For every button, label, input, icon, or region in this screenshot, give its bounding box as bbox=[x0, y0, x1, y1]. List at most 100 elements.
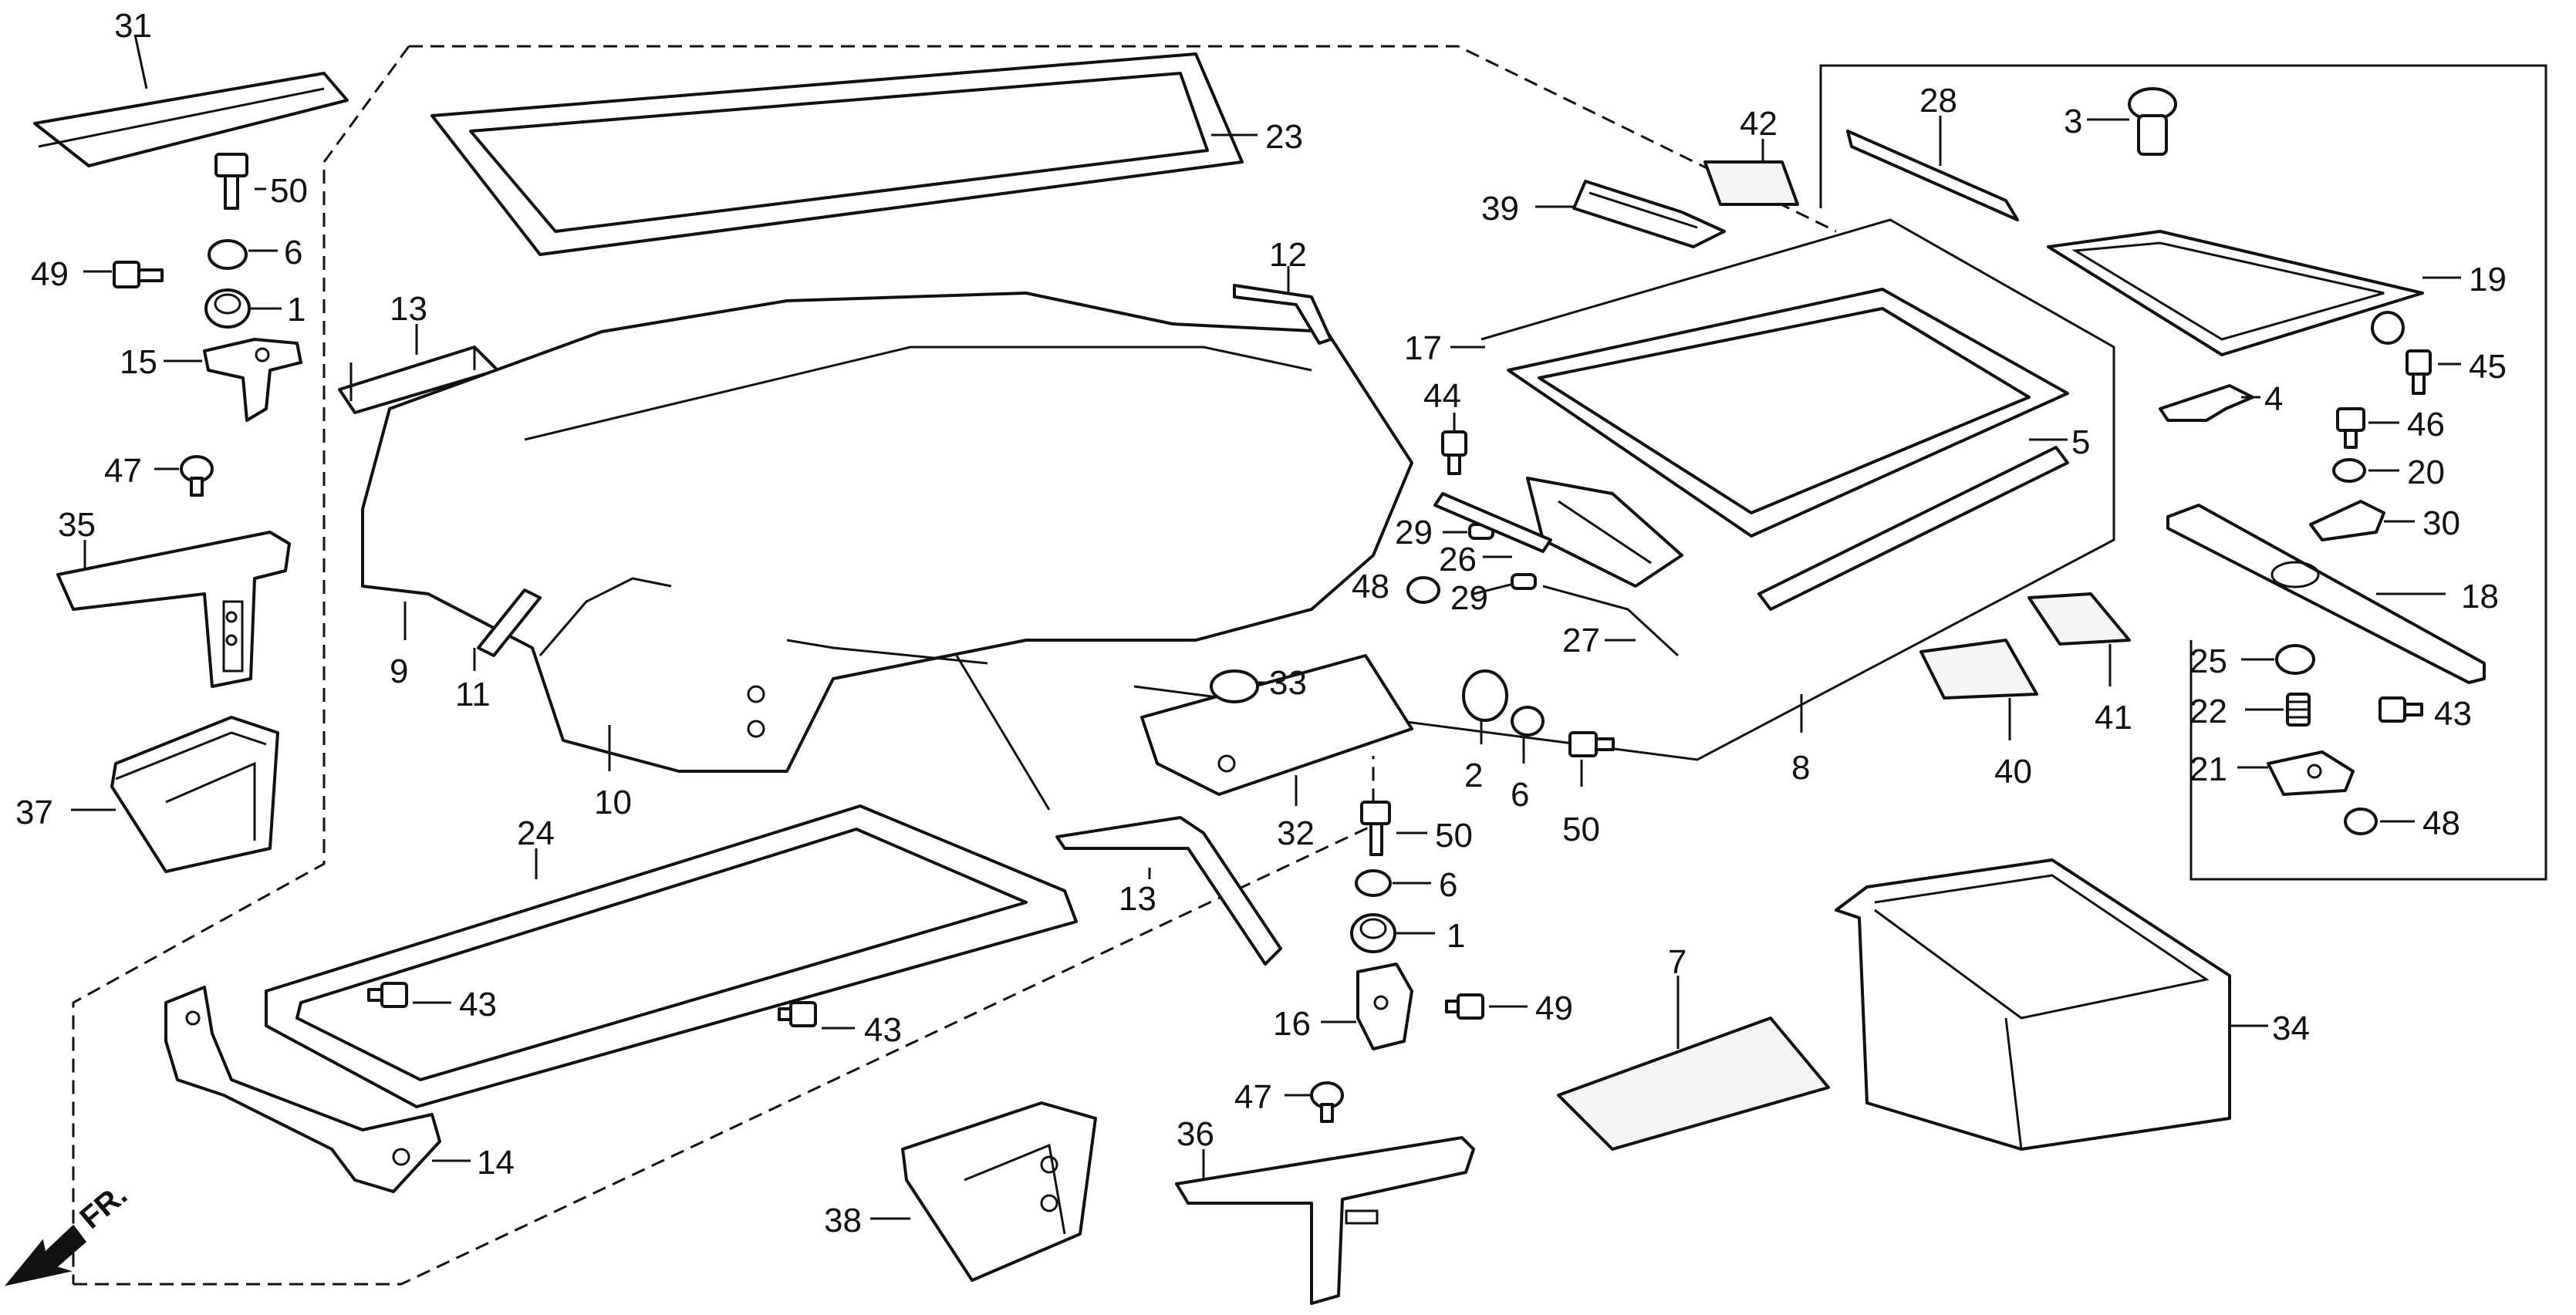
part-47-clip-center bbox=[1310, 1081, 1344, 1123]
part-13-trim-lower bbox=[1055, 816, 1282, 966]
callout-44: 44 bbox=[1423, 377, 1461, 415]
part-23-roof-frame bbox=[430, 52, 1244, 256]
callout-49b: 49 bbox=[1535, 990, 1573, 1027]
part-41-label bbox=[2027, 592, 2131, 646]
part-7-pad bbox=[1557, 1017, 1830, 1151]
leader-29b bbox=[1473, 583, 1511, 595]
part-49-bolt-left bbox=[113, 261, 164, 288]
callout-12: 12 bbox=[1269, 236, 1307, 274]
part-43-bolt-lower-center bbox=[778, 1001, 817, 1027]
callout-32: 32 bbox=[1277, 814, 1315, 852]
part-45-bolt bbox=[2406, 349, 2432, 395]
callout-29a: 29 bbox=[1395, 514, 1433, 551]
callout-39: 39 bbox=[1481, 190, 1519, 228]
callout-19: 19 bbox=[2469, 261, 2507, 298]
part-1-grommet-lower bbox=[1350, 913, 1396, 953]
callout-37: 37 bbox=[15, 794, 53, 831]
callout-10: 10 bbox=[594, 784, 632, 821]
callout-25: 25 bbox=[2189, 642, 2227, 680]
callout-47b: 47 bbox=[1234, 1078, 1272, 1116]
part-37-box bbox=[110, 716, 279, 873]
callout-50b: 50 bbox=[1562, 811, 1600, 848]
callout-50c: 50 bbox=[1435, 817, 1473, 855]
part-1-grommet-left bbox=[204, 288, 251, 329]
callout-49a: 49 bbox=[31, 255, 69, 293]
callout-40: 40 bbox=[1994, 753, 2032, 791]
callout-17: 17 bbox=[1404, 329, 1442, 367]
part-50-bolt-left bbox=[214, 153, 248, 210]
callout-5: 5 bbox=[2071, 423, 2090, 461]
callout-11: 11 bbox=[455, 676, 491, 713]
group-outline-left bbox=[72, 46, 410, 1284]
part-34-tray bbox=[1835, 858, 2231, 1151]
part-50-bolt-center-right bbox=[1568, 731, 1615, 757]
callout-46: 46 bbox=[2407, 406, 2445, 443]
part-31-panel bbox=[33, 72, 349, 167]
callout-22: 22 bbox=[2189, 693, 2227, 730]
callout-14: 14 bbox=[477, 1144, 515, 1182]
callout-13a: 13 bbox=[390, 290, 427, 328]
part-21-mount bbox=[2267, 750, 2355, 796]
part-16-bracket bbox=[1356, 963, 1413, 1050]
callout-48a: 48 bbox=[1352, 568, 1389, 605]
part-6-washer-left bbox=[208, 239, 248, 270]
part-sunroof-mechanism bbox=[1526, 477, 1683, 588]
callout-26: 26 bbox=[1439, 541, 1477, 578]
part-6-washer-center bbox=[1511, 706, 1545, 737]
callout-35: 35 bbox=[58, 506, 96, 544]
part-28-rail bbox=[1846, 130, 2019, 221]
part-48-nut-center bbox=[1406, 576, 1440, 604]
part-36-bracket bbox=[1175, 1136, 1475, 1305]
front-direction-arrow-icon bbox=[5, 1224, 87, 1286]
callout-48b: 48 bbox=[2422, 804, 2460, 842]
part-5-seal-strip bbox=[1757, 446, 2069, 611]
part-48-nut-right bbox=[2344, 808, 2378, 835]
group-outline-right bbox=[1819, 64, 2547, 881]
leader-31 bbox=[133, 34, 148, 89]
part-32-pad bbox=[1140, 654, 1413, 796]
callout-33: 33 bbox=[1269, 664, 1307, 702]
part-18-bar bbox=[2166, 504, 2486, 684]
callout-6b: 6 bbox=[1511, 776, 1529, 814]
part-12-strip bbox=[1233, 284, 1332, 345]
part-20-washer bbox=[2332, 458, 2366, 483]
callout-42: 42 bbox=[1740, 105, 1778, 143]
callout-43a: 43 bbox=[2434, 695, 2472, 733]
part-29-pin-lower bbox=[1511, 573, 1537, 590]
part-39-plate bbox=[1572, 180, 1726, 248]
callout-4: 4 bbox=[2264, 380, 2283, 418]
part-43-bolt-right bbox=[2378, 696, 2423, 723]
part-46-bolt bbox=[2336, 407, 2365, 449]
part-47-clip-left bbox=[180, 455, 214, 497]
part-14-hinge bbox=[164, 986, 441, 1193]
part-6-washer-lower bbox=[1355, 869, 1392, 897]
part-22-spring bbox=[2286, 693, 2311, 727]
callout-1b: 1 bbox=[1447, 917, 1465, 955]
callout-43c: 43 bbox=[864, 1011, 902, 1049]
part-4-clip bbox=[2159, 384, 2254, 422]
callout-2: 2 bbox=[1464, 757, 1483, 794]
callout-20: 20 bbox=[2407, 454, 2445, 491]
callout-16: 16 bbox=[1273, 1005, 1311, 1043]
callout-6c: 6 bbox=[1439, 866, 1457, 904]
callout-38: 38 bbox=[824, 1202, 862, 1239]
callout-29b: 29 bbox=[1450, 579, 1488, 617]
callout-28: 28 bbox=[1919, 82, 1957, 120]
callout-27: 27 bbox=[1562, 622, 1600, 659]
part-15-bracket bbox=[203, 338, 302, 422]
part-19-sunroof-frame bbox=[2047, 230, 2424, 356]
callout-43b: 43 bbox=[459, 986, 497, 1023]
callout-9: 9 bbox=[390, 652, 408, 690]
callout-21: 21 bbox=[2189, 750, 2227, 788]
callout-30: 30 bbox=[2422, 504, 2460, 542]
callout-45: 45 bbox=[2469, 348, 2507, 386]
group-outline-bottom bbox=[73, 756, 1375, 1286]
callout-31: 31 bbox=[114, 7, 152, 45]
part-26-link bbox=[1433, 492, 1552, 553]
callout-7: 7 bbox=[1668, 943, 1686, 981]
callout-15: 15 bbox=[120, 343, 157, 381]
part-33-cap bbox=[1210, 669, 1259, 703]
callout-34: 34 bbox=[2272, 1010, 2310, 1047]
part-50-bolt-center bbox=[1360, 801, 1391, 856]
